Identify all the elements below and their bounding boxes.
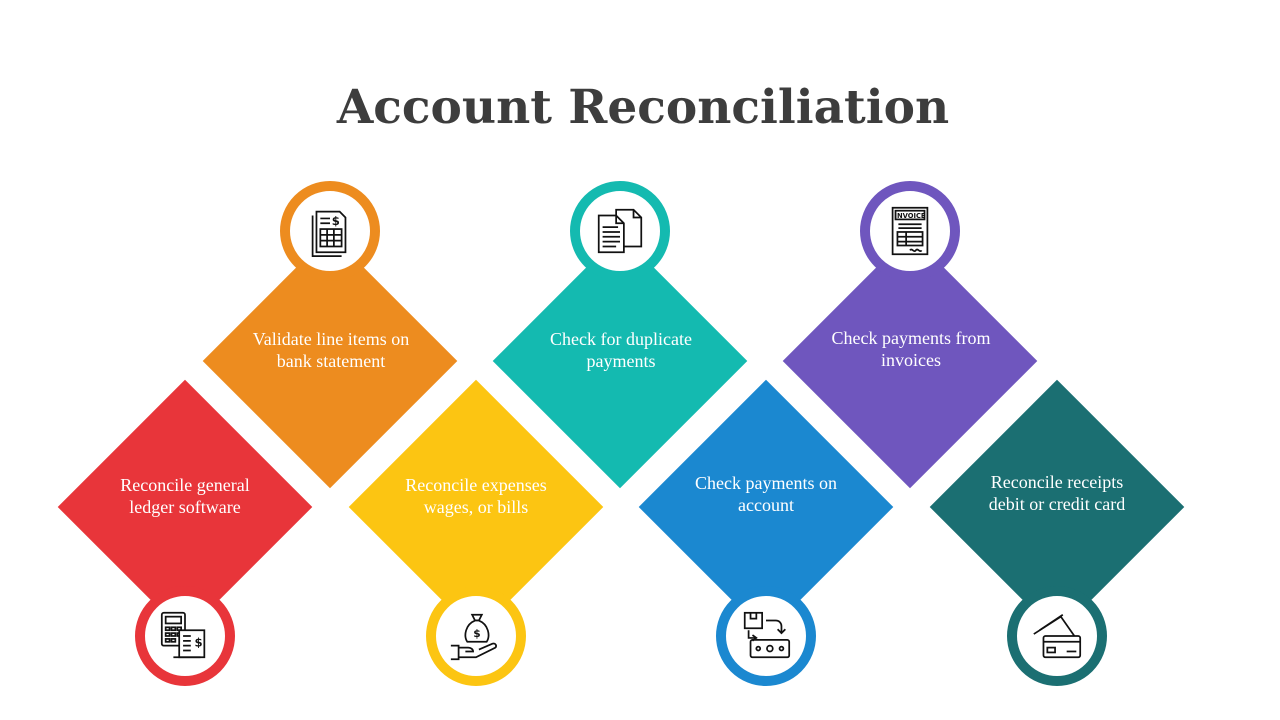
svg-text:$: $ <box>473 627 480 640</box>
step-label-2: Validate line items on bank statement <box>252 329 410 371</box>
step-badge-3: $ <box>426 586 526 686</box>
payment-transfer-icon <box>743 611 791 659</box>
invoice-icon: INVOICE <box>891 206 929 256</box>
page-title: Account Reconciliation <box>336 80 950 135</box>
step-label-1: Reconcile general ledger software <box>120 475 250 517</box>
credit-card-icon <box>1033 614 1082 659</box>
step-label-6: Check payments from invoices <box>831 328 991 370</box>
money-bag-hand-icon: $ <box>450 613 497 661</box>
bank-statement-icon: $ <box>311 210 347 258</box>
step-badge-1: $ <box>135 586 235 686</box>
step-badge-4 <box>570 181 670 281</box>
step-label-4: Check for duplicate payments <box>550 329 692 371</box>
step-badge-6: INVOICE <box>860 181 960 281</box>
duplicate-documents-icon <box>597 208 643 254</box>
svg-text:$: $ <box>194 636 202 650</box>
step-label-3: Reconcile expenses wages, or bills <box>405 475 547 517</box>
step-badge-2: $ <box>280 181 380 281</box>
step-badge-7 <box>1007 586 1107 686</box>
svg-text:$: $ <box>332 214 340 228</box>
step-label-5: Check payments on account <box>695 473 837 515</box>
step-badge-5 <box>716 586 816 686</box>
invoice-icon-text: INVOICE <box>894 212 925 220</box>
calculator-receipt-icon: $ <box>160 611 206 659</box>
step-label-7: Reconcile receipts debit or credit card <box>988 472 1126 514</box>
